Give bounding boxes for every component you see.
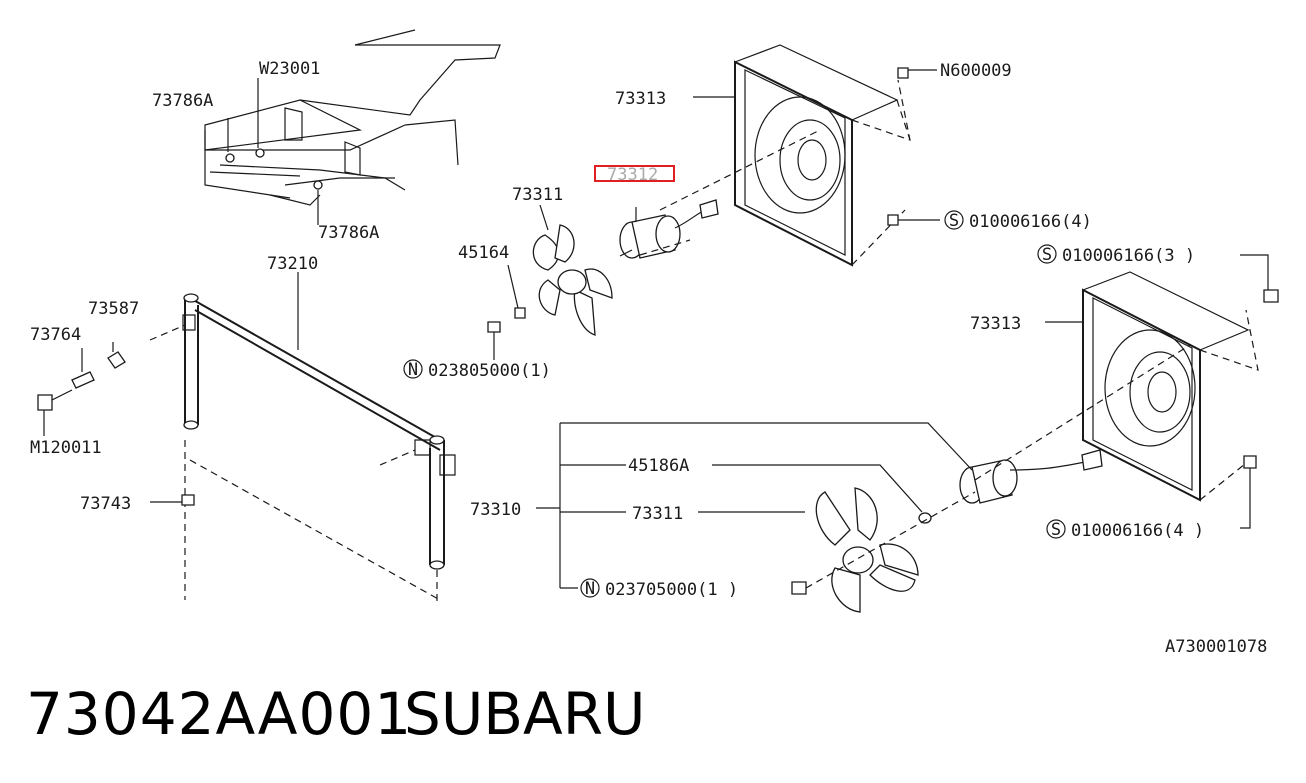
callout-010006166-4-upper: 010006166(4) <box>969 212 1092 232</box>
upper-shroud-drawing <box>693 44 940 267</box>
upper-fan-drawing <box>487 204 613 360</box>
brand-name: SUBARU <box>404 680 646 748</box>
callout-W23001: W23001 <box>259 59 320 79</box>
callout-73313-upper: 73313 <box>615 89 666 109</box>
highlight-box-73312 <box>594 165 675 182</box>
callout-73786A-bottom: 73786A <box>318 223 379 243</box>
svg-text:S: S <box>949 211 959 231</box>
callout-73312: 73312 <box>607 165 658 185</box>
callout-73764: 73764 <box>30 325 81 345</box>
s-badge-middle: S <box>1037 244 1057 265</box>
s-badge-lower: S <box>1046 519 1066 540</box>
lower-shroud-drawing <box>1045 254 1279 529</box>
callout-010006166-4-lower: 010006166(4 ) <box>1071 521 1204 541</box>
callout-73313-lower: 73313 <box>970 314 1021 334</box>
callout-45164: 45164 <box>458 243 509 263</box>
callout-73210: 73210 <box>267 254 318 274</box>
callout-010006166-3: 010006166(3 ) <box>1062 246 1195 266</box>
callout-73743: 73743 <box>80 494 131 514</box>
callout-023705000: 023705000(1 ) <box>605 580 738 600</box>
callout-M120011: M120011 <box>30 438 102 458</box>
svg-text:N: N <box>585 579 595 599</box>
callout-73310: 73310 <box>470 500 521 520</box>
diagram-code: A730001078 <box>1165 637 1267 657</box>
callout-73311-upper: 73311 <box>512 185 563 205</box>
callout-73786A-top: 73786A <box>152 91 213 111</box>
svg-text:S: S <box>1051 520 1061 540</box>
body-panel-drawing <box>204 29 501 225</box>
condenser-fasteners <box>37 342 195 506</box>
n-badge-upper: N <box>403 359 423 380</box>
svg-text:N: N <box>408 360 418 380</box>
n-badge-lower: N <box>580 578 600 599</box>
callout-45186A: 45186A <box>628 456 689 476</box>
callout-73311-lower: 73311 <box>632 504 683 524</box>
svg-text:S: S <box>1042 245 1052 265</box>
s-badge-upper: S <box>944 210 964 231</box>
callout-73587: 73587 <box>88 299 139 319</box>
callout-N600009: N600009 <box>940 61 1012 81</box>
lower-fan-motor-drawing <box>536 344 1191 613</box>
upper-motor-drawing <box>619 129 821 259</box>
condenser-drawing <box>149 272 456 605</box>
part-number-title: 73042AA001 <box>26 680 413 748</box>
callout-023805000: 023805000(1) <box>428 361 551 381</box>
